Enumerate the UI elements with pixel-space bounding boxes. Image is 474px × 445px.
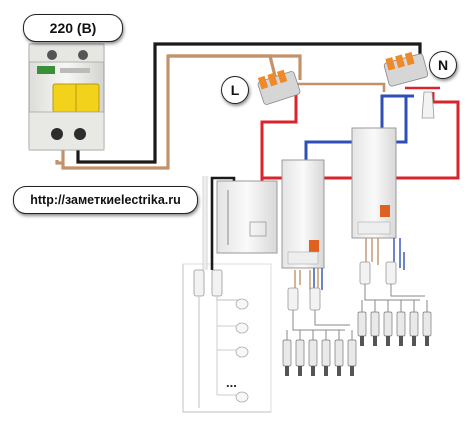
live-terminal-label: L [221, 76, 249, 104]
halogen-lamp-icon-right [357, 238, 432, 346]
clamp-n [421, 91, 435, 119]
transformer-icon-right [351, 127, 397, 239]
wire-phase-to-right [294, 82, 386, 92]
more-lamps-ellipsis: ... [226, 375, 237, 390]
wago-connector-l [257, 69, 301, 105]
wire-phase-main [55, 54, 278, 170]
transformer-icon-left-panel [216, 180, 278, 254]
led-bulb-icon-group [193, 269, 249, 408]
neutral-terminal-label: N [429, 51, 457, 79]
halogen-lamp-icon-middle [282, 268, 357, 376]
website-url-label: http://заметкиelectrika.ru [13, 186, 198, 214]
wire-white-outline [202, 176, 208, 270]
circuit-breaker-icon [28, 43, 105, 151]
wire-blue-2 [380, 94, 414, 128]
wago-connector-n [383, 51, 429, 87]
voltage-label: 220 (B) [23, 14, 123, 42]
wire-neutral-main [76, 42, 422, 164]
transformer-icon-middle [281, 159, 325, 269]
wire-phase-top [168, 54, 302, 80]
panel-frame [182, 264, 271, 413]
